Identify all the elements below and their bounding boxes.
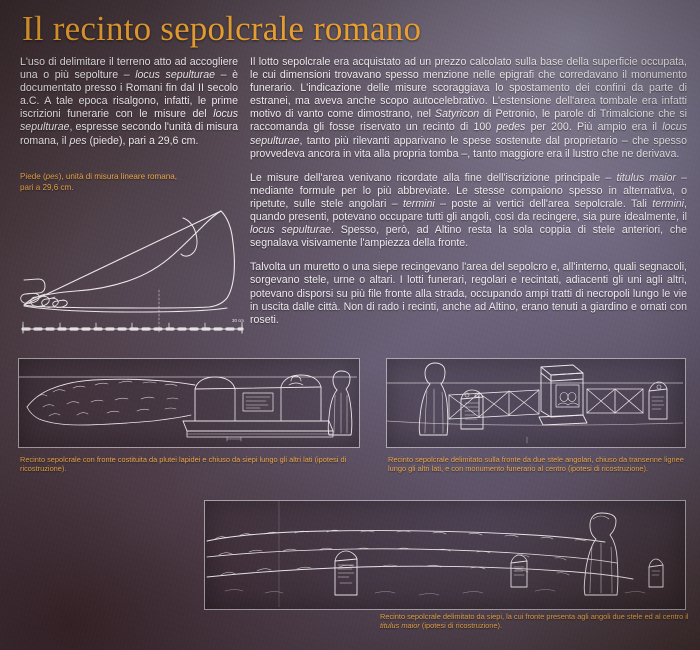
illustration-3-hedge-enclosure [204,500,686,610]
illustration-1-hedge-and-plutei [18,358,360,448]
left-paragraph-1: L'uso di delimitare il terreno atto ad a… [20,56,238,147]
illustration-2-caption: Recinto sepolcrale delimitato sulla fron… [388,455,684,474]
right-paragraph-2: Le misure dell'area venivano ricordate a… [250,171,687,250]
illustration-3-svg [206,501,664,607]
illustration-1-caption: Recinto sepolcrale con fronte costituita… [20,455,347,474]
illustration-2-svg [387,362,683,444]
roman-foot-diagram: 30 cm [18,202,250,336]
illustration-2-wooden-transennae [386,358,686,448]
foot-drawing-svg: 30 cm [20,210,244,334]
scale-bar-label: 30 cm [232,318,244,323]
illustration-1-svg [19,370,357,442]
foot-diagram-caption: Piede (pes), unità di misura lineare rom… [20,172,178,192]
scale-bar [21,321,244,334]
fence-left [448,389,540,420]
central-monument [538,364,588,426]
right-paragraph-3: Talvolta un muretto o una siepe recingev… [250,261,687,326]
left-text-column: L'uso di delimitare il terreno atto ad a… [20,56,238,148]
illustration-3-caption: Recinto sepolcrale delimitato da siepi, … [380,612,689,631]
right-text-column: Il lotto sepolcrale era acquistato ad un… [250,56,687,327]
right-paragraph-1: Il lotto sepolcrale era acquistato ad un… [250,56,687,160]
page-title: Il recinto sepolcrale romano [22,9,422,48]
fence-right [586,388,644,414]
